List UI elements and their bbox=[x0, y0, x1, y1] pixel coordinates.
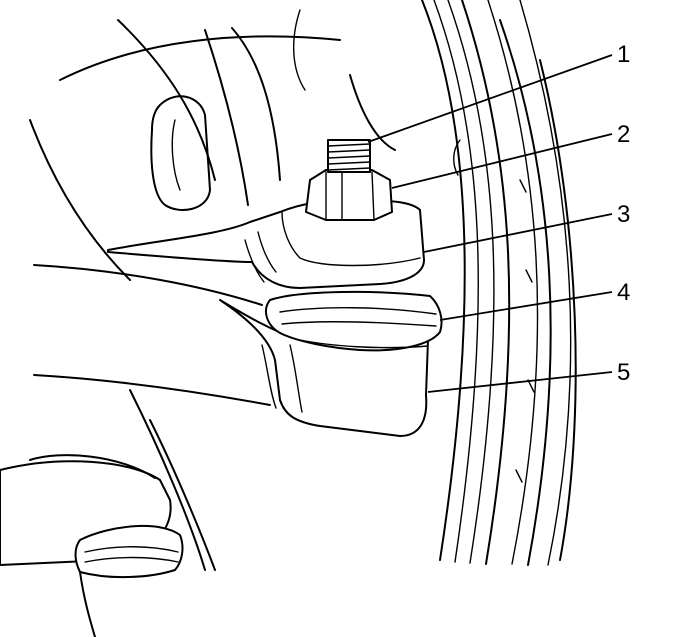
threaded-stud bbox=[327, 139, 371, 173]
steering-rack-boot bbox=[0, 454, 184, 637]
callout-1: 1 bbox=[617, 41, 630, 68]
leader-line-2 bbox=[391, 133, 613, 189]
steering-knuckle bbox=[29, 9, 461, 571]
dust-seal bbox=[265, 290, 443, 352]
tie-rod bbox=[33, 264, 271, 406]
leader-lines bbox=[367, 54, 613, 393]
wheel-rim bbox=[421, 0, 577, 566]
leader-line-5 bbox=[427, 371, 613, 393]
knuckle-arm bbox=[107, 199, 425, 289]
callout-5: 5 bbox=[617, 359, 630, 386]
leader-line-3 bbox=[423, 213, 613, 253]
callout-3: 3 bbox=[617, 201, 630, 228]
callout-labels: 1 2 3 4 5 bbox=[617, 41, 630, 386]
leader-line-1 bbox=[367, 54, 613, 143]
castle-nut bbox=[305, 169, 393, 221]
callout-2: 2 bbox=[617, 121, 630, 148]
leader-line-4 bbox=[439, 291, 613, 321]
callout-4: 4 bbox=[617, 279, 630, 306]
